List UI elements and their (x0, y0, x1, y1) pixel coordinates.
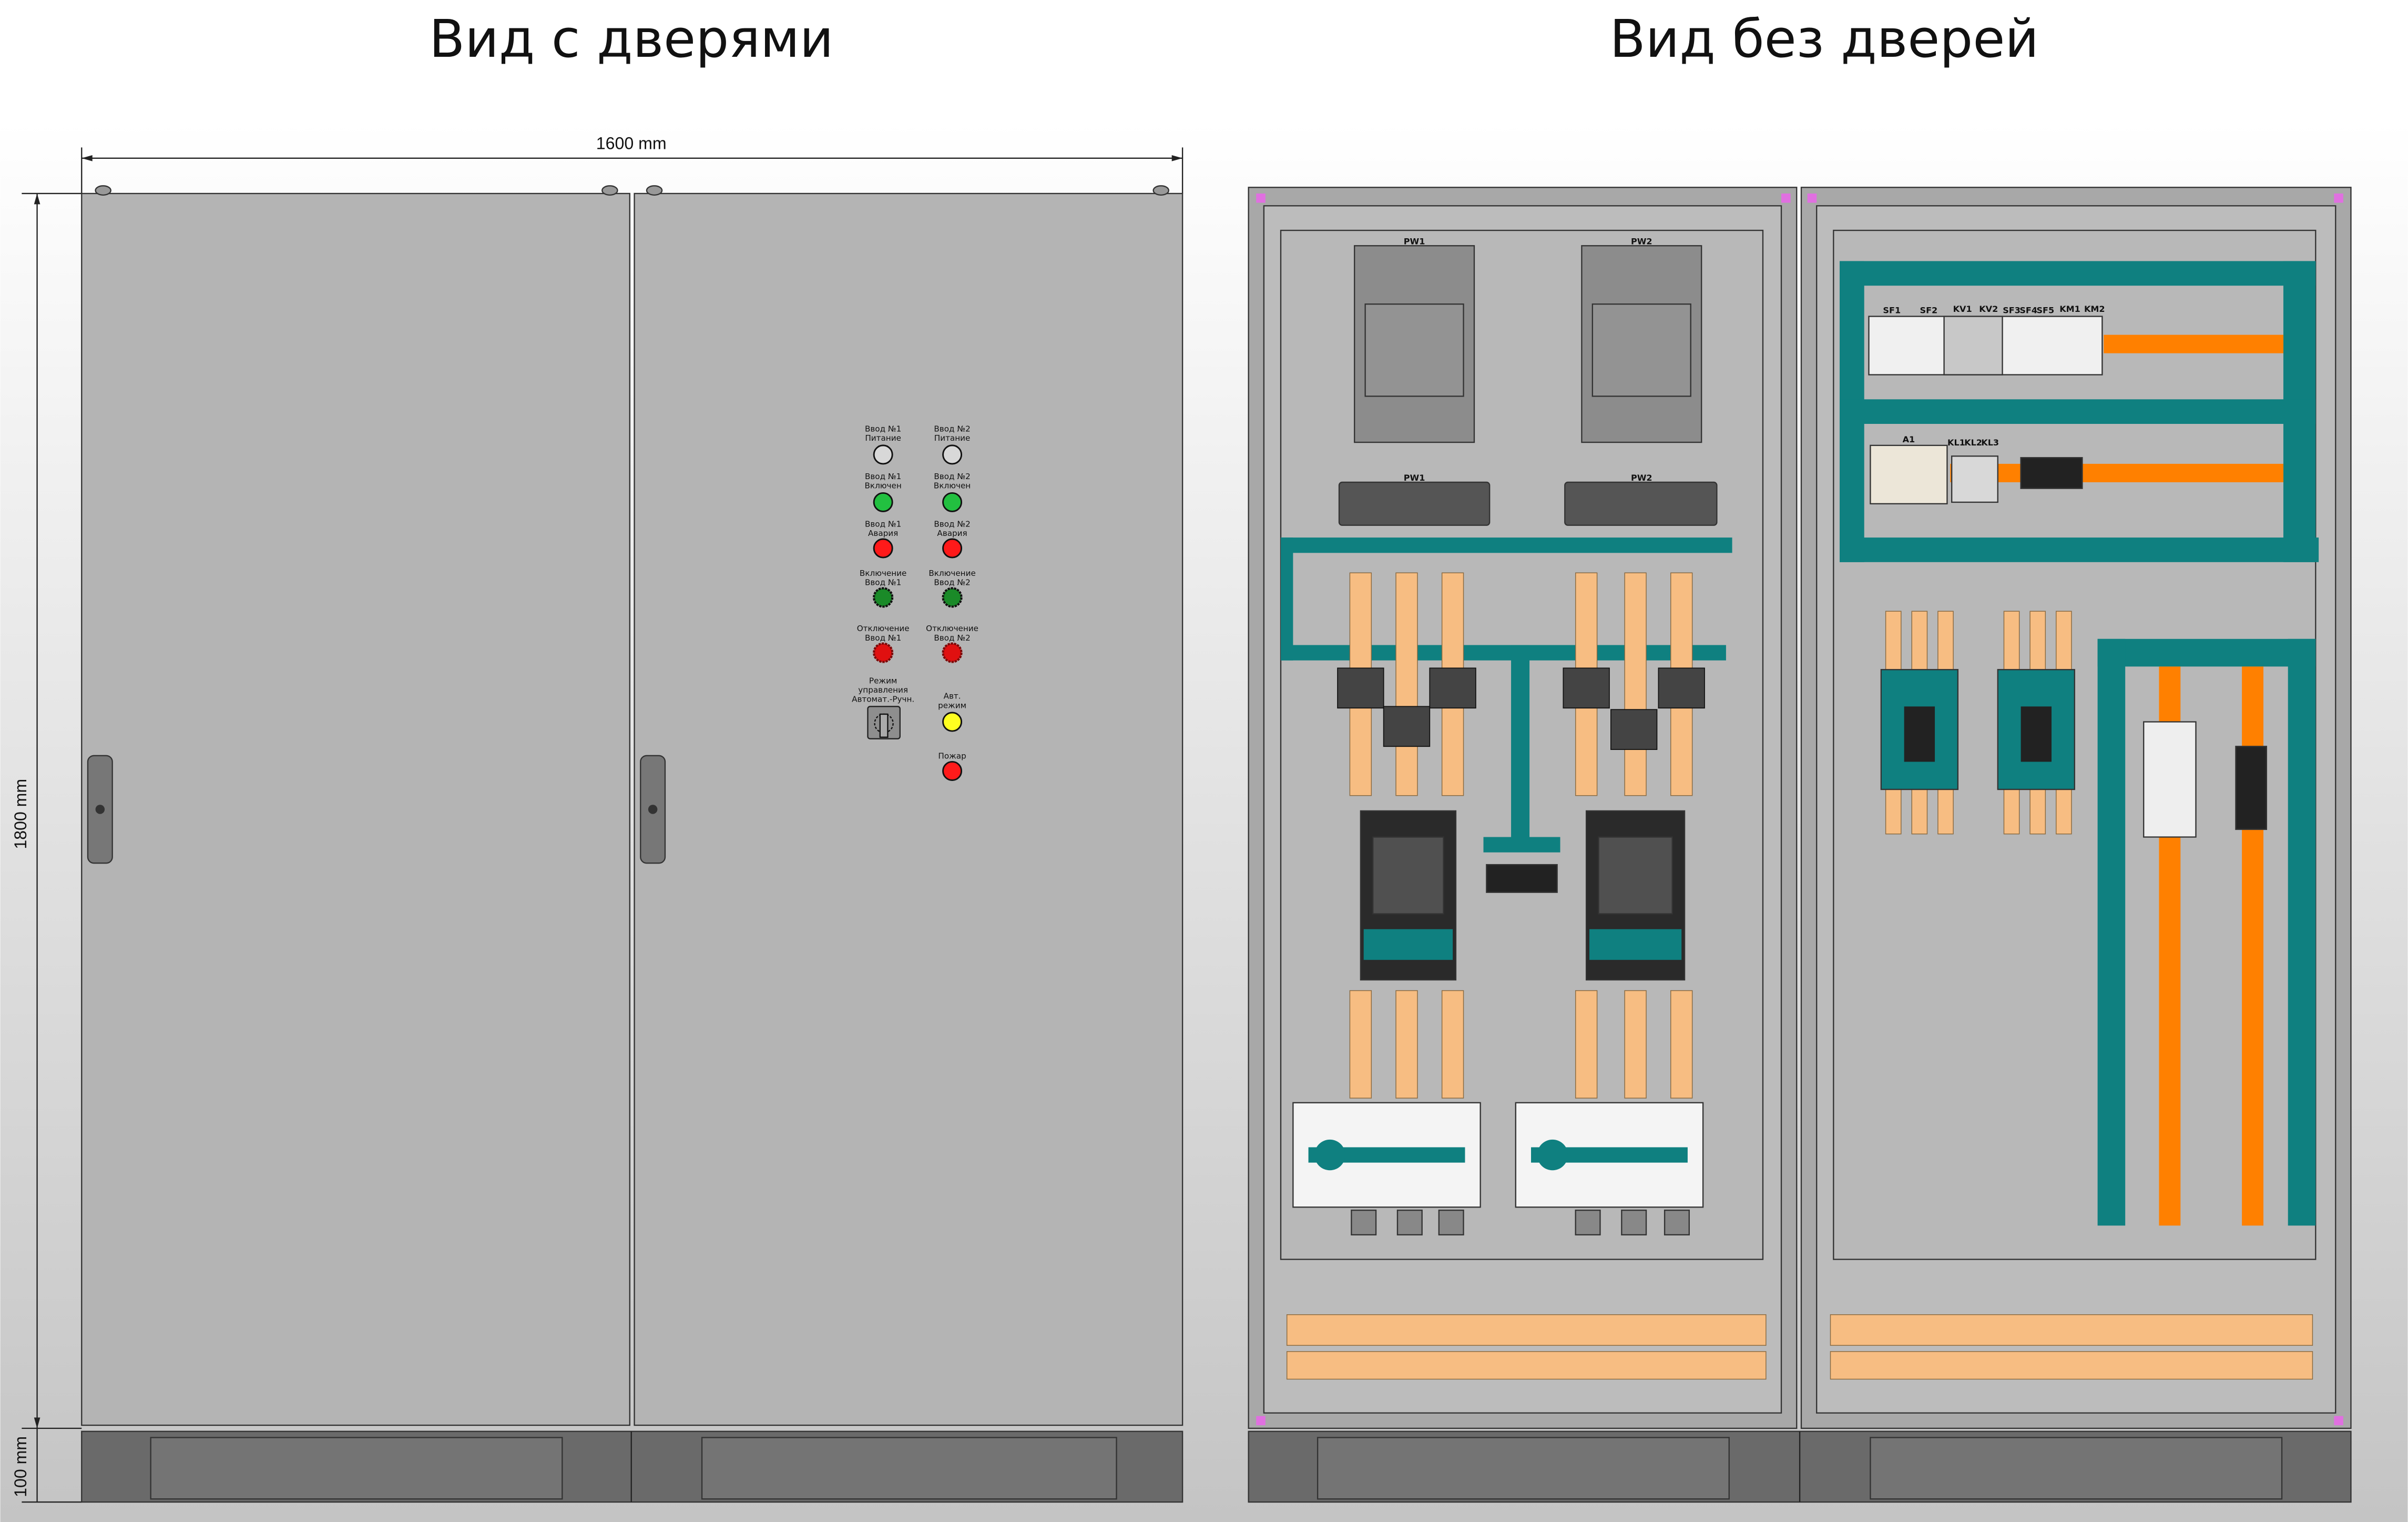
svg-text:KV2: KV2 (1979, 304, 1998, 314)
current-transformers (1337, 667, 1705, 750)
right-door[interactable] (634, 192, 1183, 1426)
svg-text:Ввод №2: Ввод №2 (934, 520, 970, 529)
svg-text:Авария: Авария (937, 529, 967, 538)
svg-text:Включение: Включение (928, 569, 975, 578)
left-door-handle[interactable] (87, 755, 113, 864)
left-copper-busbars (1286, 572, 2313, 1380)
breaker-qf4 (1997, 669, 2075, 790)
svg-text:KL1: KL1 (1947, 438, 1965, 448)
button-input2-switch-on[interactable]: Включение Ввод №2 (928, 569, 976, 608)
svg-text:KL3: KL3 (1981, 438, 1999, 448)
terminal-block (1486, 864, 1558, 893)
svg-text:PW2: PW2 (1631, 473, 1652, 483)
svg-text:KL2: KL2 (1964, 438, 1982, 448)
terminal-block-black (2235, 746, 2268, 830)
svg-text:Ввод №1: Ввод №1 (865, 424, 901, 434)
svg-text:Авт.: Авт. (944, 692, 961, 701)
circuit-breaker-qf2 (1585, 810, 1686, 981)
meter-pw1: PW1 (1354, 236, 1475, 443)
svg-text:Включение: Включение (860, 569, 906, 578)
width-label: 1600 mm (596, 134, 667, 153)
svg-text:KM2: KM2 (2084, 304, 2105, 314)
svg-text:SF2: SF2 (1920, 306, 1938, 316)
lamp-input1-power: Ввод №1 Питание (865, 424, 901, 465)
svg-text:Ввод №1: Ввод №1 (865, 520, 901, 529)
meter-pw2: PW2 (1581, 236, 1702, 443)
svg-text:управления: управления (858, 685, 908, 695)
terminal-block-white (2143, 721, 2197, 838)
svg-text:Автомат.-Ручн.: Автомат.-Ручн. (852, 695, 914, 704)
svg-text:режим: режим (938, 701, 966, 710)
svg-text:Ввод №1: Ввод №1 (865, 472, 901, 481)
height-label: 1800 mm (11, 779, 30, 849)
svg-text:SF3: SF3 (2003, 306, 2021, 316)
svg-text:KV1: KV1 (1953, 304, 1972, 314)
rail2-devices: A1 KL1 KL2 KL3 (1870, 434, 2083, 505)
svg-text:Ввод №1: Ввод №1 (865, 578, 901, 587)
svg-text:Ввод №2: Ввод №2 (934, 578, 970, 587)
lamp-input1-on: Ввод №1 Включен (865, 472, 902, 512)
rail1-devices: SF1 SF2 KV1 KV2 SF3 SF4 SF5 KM1 KM2 (1868, 304, 2105, 376)
svg-text:Ввод №2: Ввод №2 (934, 424, 970, 434)
button-input1-switch-on[interactable]: Включение Ввод №1 (860, 569, 906, 608)
lamp-input2-power: Ввод №2 Питание (934, 424, 971, 465)
plinth (81, 1430, 1183, 1503)
button-input2-switch-off[interactable]: Отключение Ввод №2 (926, 624, 978, 663)
svg-text:SF1: SF1 (1883, 306, 1901, 316)
lamp-input1-fault: Ввод №1 Авария (865, 520, 901, 559)
svg-text:Включен: Включен (934, 481, 971, 491)
height-dimension: 1800 mm 100 mm (11, 192, 82, 1503)
display-pw1: PW1 (1338, 473, 1491, 526)
svg-text:A1: A1 (1903, 434, 1915, 444)
cabinet-without-doors: PW1 PW2 PW1 PW2 (1248, 187, 2352, 1503)
width-dimension: 1600 mm (81, 134, 1183, 194)
lamp-input2-fault: Ввод №2 Авария (934, 520, 971, 559)
svg-text:SF4: SF4 (2019, 306, 2037, 316)
svg-text:PW1: PW1 (1404, 236, 1425, 246)
lamp-fire: Пожар (938, 752, 966, 781)
svg-text:Ввод №2: Ввод №2 (934, 633, 970, 643)
title-with-doors: Вид с дверями (429, 9, 833, 69)
cabinet-with-doors: Ввод №1 Питание Ввод №1 Включен Ввод №1 … (81, 185, 1183, 1503)
svg-text:Пожар: Пожар (938, 752, 966, 761)
svg-text:Питание: Питание (865, 433, 901, 443)
lamp-auto-mode: Авт. режим (938, 692, 966, 732)
left-door[interactable] (81, 192, 630, 1426)
mode-selector-switch[interactable]: Режим управления Автомат.-Ручн. (852, 676, 914, 739)
lamp-input2-on: Ввод №2 Включен (934, 472, 971, 512)
circuit-breaker-qf1 (1360, 810, 1457, 981)
svg-text:Авария: Авария (868, 529, 898, 538)
button-input1-switch-off[interactable]: Отключение Ввод №1 (857, 624, 910, 663)
svg-text:SF5: SF5 (2036, 306, 2054, 316)
switch-disconnector-2[interactable] (1515, 1102, 1704, 1236)
svg-text:Отключение: Отключение (926, 624, 978, 633)
svg-text:Режим: Режим (869, 676, 897, 686)
right-teal-frame (1839, 261, 2319, 1226)
svg-text:KM1: KM1 (2059, 304, 2080, 314)
switch-disconnector-1[interactable] (1292, 1102, 1481, 1236)
svg-text:Ввод №2: Ввод №2 (934, 472, 970, 481)
right-door-handle[interactable] (640, 755, 666, 864)
display-pw2: PW2 (1564, 473, 1718, 526)
svg-text:Ввод №1: Ввод №1 (865, 633, 901, 643)
open-plinth (1248, 1430, 2352, 1503)
svg-text:PW1: PW1 (1404, 473, 1425, 483)
breaker-qf3 (1880, 669, 1959, 790)
title-without-doors: Вид без дверей (1610, 9, 2039, 69)
svg-text:Отключение: Отключение (857, 624, 910, 633)
svg-text:PW2: PW2 (1631, 236, 1652, 246)
svg-text:Питание: Питание (934, 433, 971, 443)
plinth-label: 100 mm (11, 1436, 30, 1497)
svg-text:Включен: Включен (865, 481, 902, 491)
